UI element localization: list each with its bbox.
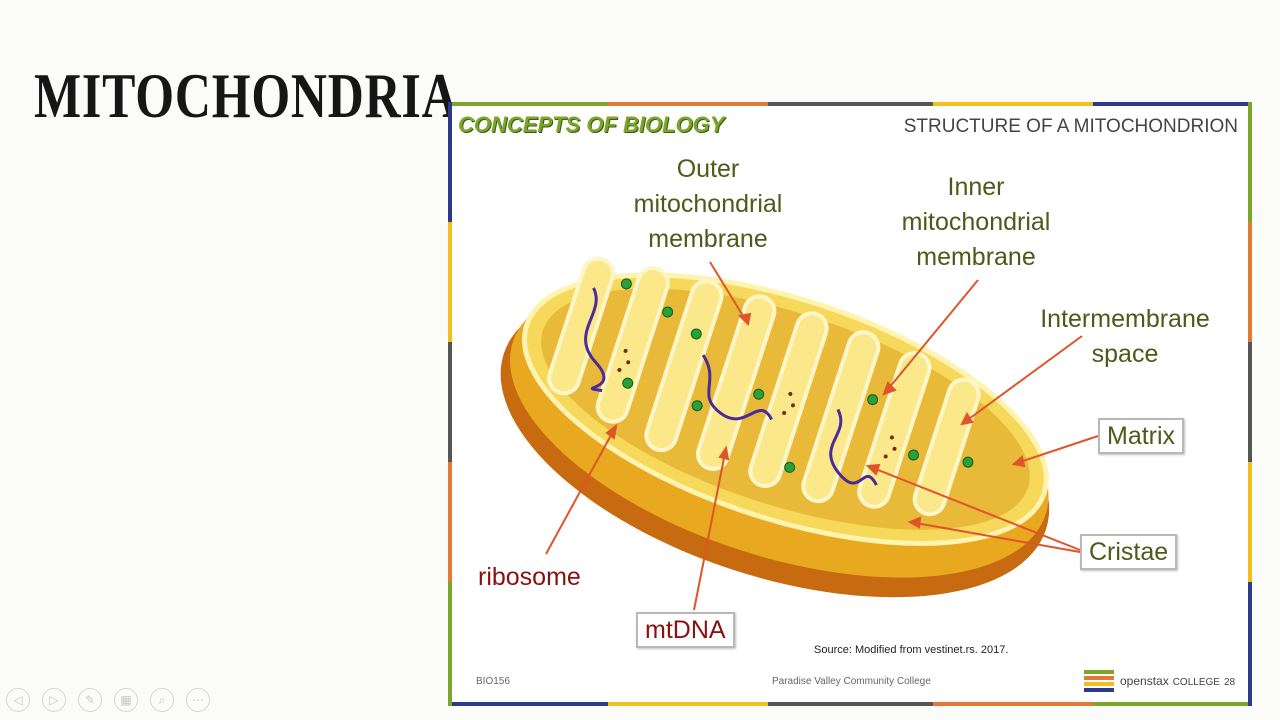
zoom-icon[interactable]: ⌕ xyxy=(150,688,174,712)
openstax-logo-icon xyxy=(1084,670,1114,692)
slide-controls: ◁ ▷ ✎ ▦ ⌕ ⋯ xyxy=(6,688,210,712)
label-mtdna: mtDNA xyxy=(636,612,735,648)
figure-source: Source: Modified from vestinet.rs. 2017. xyxy=(814,644,1009,656)
logo-name: openstax xyxy=(1120,674,1169,688)
forward-arrow-icon[interactable]: ▷ xyxy=(42,688,66,712)
label-intermembrane-space: Intermembrane space xyxy=(1040,305,1210,368)
page-number: 28 xyxy=(1223,677,1236,688)
more-icon[interactable]: ⋯ xyxy=(186,688,210,712)
label-matrix: Matrix xyxy=(1098,418,1185,454)
footer-college: Paradise Valley Community College xyxy=(772,676,931,687)
pointer-arrows xyxy=(545,261,1099,611)
label-inner-membrane: Inner mitochondrial membrane xyxy=(901,173,1051,271)
figure-frame xyxy=(448,102,1252,706)
figure-title: STRUCTURE OF A MITOCHONDRION xyxy=(903,116,1238,137)
label-cristae: Cristae xyxy=(1080,534,1178,570)
mitochondrion-illustration xyxy=(500,256,1050,598)
mitochondrion-figure: CONCEPTS OF BIOLOGY STRUCTURE OF A MITOC… xyxy=(448,102,1252,706)
footer-course: BIO156 xyxy=(476,676,510,687)
pen-icon[interactable]: ✎ xyxy=(78,688,102,712)
label-ribosome: ribosome xyxy=(478,563,581,591)
slides-icon[interactable]: ▦ xyxy=(114,688,138,712)
label-outer-membrane: Outer mitochondrial membrane xyxy=(633,155,783,253)
logo-suffix: COLLEGE xyxy=(1172,677,1220,688)
back-arrow-icon[interactable]: ◁ xyxy=(6,688,30,712)
slide-title: MITOCHONDRIA xyxy=(34,60,459,131)
series-label: CONCEPTS OF BIOLOGY xyxy=(458,112,725,137)
